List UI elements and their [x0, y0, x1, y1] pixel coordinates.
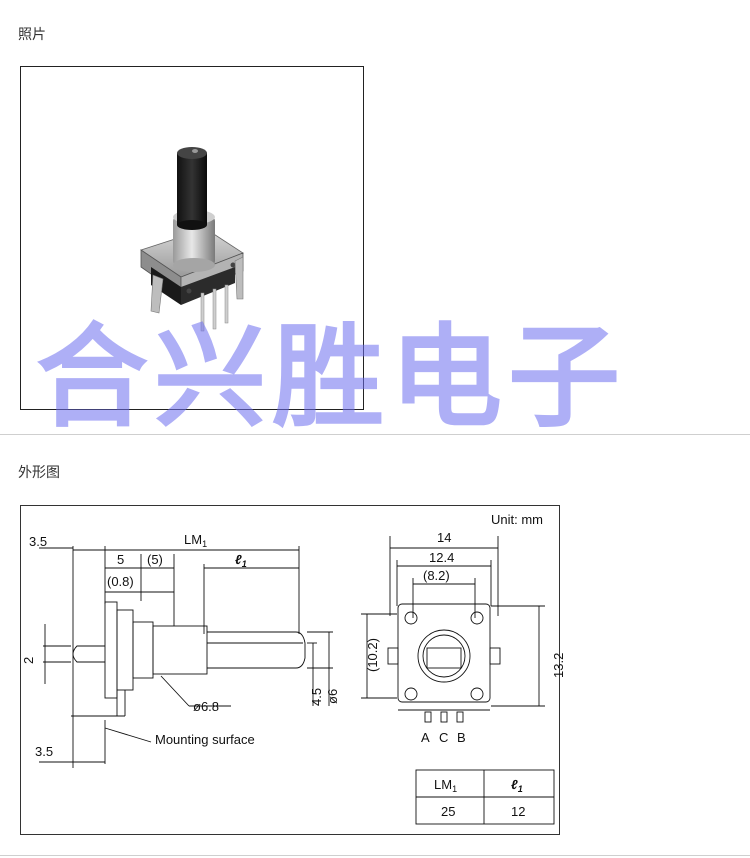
section-divider	[0, 434, 750, 435]
dim-2: 2	[21, 657, 36, 664]
table-header-lm1: LM1	[434, 777, 457, 794]
dim-4-5: 4.5	[309, 688, 324, 706]
dim-8-2: (8.2)	[423, 568, 450, 583]
product-photo	[20, 66, 364, 410]
dim-5-paren: (5)	[147, 552, 163, 567]
dim-10-2: (10.2)	[365, 638, 380, 672]
dim-0-8: (0.8)	[107, 574, 134, 589]
pin-b-label: B	[457, 730, 466, 745]
dim-12-4: 12.4	[429, 550, 454, 565]
table-header-l1: ℓ1	[511, 777, 523, 794]
dim-lm1: LM1	[184, 532, 207, 549]
dim-3-5-top: 3.5	[29, 534, 47, 549]
technical-drawing: Unit: mm 3.5 LM1 5 (5) ℓ1 (0.8) 2 4.5 ø6…	[21, 512, 566, 825]
dimension-drawing: Unit: mm 3.5 LM1 5 (5) ℓ1 (0.8) 2 4.5 ø6…	[20, 505, 566, 835]
dim-3-5-bottom: 3.5	[35, 744, 53, 759]
table-cell-l1: 12	[511, 804, 525, 819]
dim-l1: ℓ1	[235, 552, 247, 569]
photo-section-title: 照片	[18, 27, 46, 43]
table-cell-lm1: 25	[441, 804, 455, 819]
watermark-text: 合兴胜电子	[36, 313, 626, 443]
pin-a-label: A	[421, 730, 430, 745]
drawing-section-title: 外形图	[18, 465, 60, 481]
rotary-encoder-photo	[140, 147, 244, 332]
bottom-divider	[0, 855, 750, 856]
pin-c-label: C	[439, 730, 448, 745]
dim-phi6-8: ø6.8	[193, 699, 219, 714]
dim-phi6: ø6	[325, 689, 340, 704]
mounting-surface-label: Mounting surface	[155, 732, 255, 747]
dim-14: 14	[437, 530, 451, 545]
unit-label: Unit: mm	[491, 512, 543, 527]
dim-13-2: 13.2	[551, 653, 566, 678]
dim-5: 5	[117, 552, 124, 567]
